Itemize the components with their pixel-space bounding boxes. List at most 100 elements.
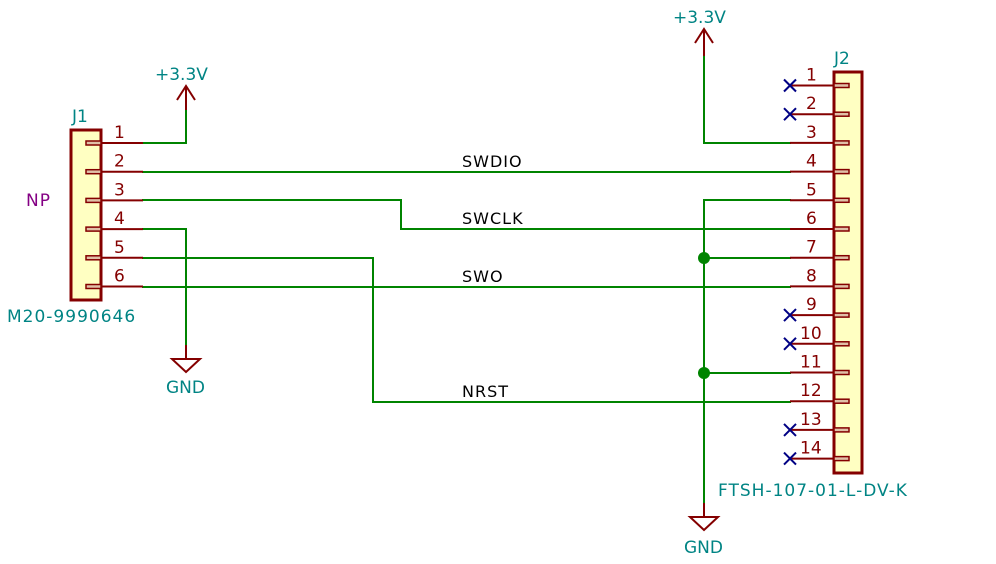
power-gnd-right[interactable]: GND	[684, 503, 723, 558]
j1-reference: J1	[71, 107, 88, 127]
j2-pin-number: 7	[806, 238, 817, 258]
j1-pin-number: 1	[114, 123, 125, 143]
j1-pin[interactable]: 4	[85, 209, 143, 232]
j2-pin[interactable]: 6	[790, 209, 850, 232]
j2-pin[interactable]: 7	[790, 238, 850, 261]
j2-pin-number: 12	[800, 381, 822, 401]
net-label-swdio[interactable]: SWDIO	[462, 152, 523, 171]
pin-stub	[833, 283, 850, 290]
j2-pin[interactable]: 14	[783, 439, 850, 466]
pin-stub	[833, 341, 850, 347]
no-connect-icon	[783, 78, 797, 93]
j2-pin-number: 14	[800, 439, 822, 459]
j2-pin-number: 10	[800, 324, 822, 344]
j2-pin-number: 6	[806, 209, 817, 229]
pin-stub	[833, 369, 850, 376]
pin-stub	[833, 254, 850, 261]
j2-pin-number: 13	[800, 410, 822, 430]
gnd-triangle-icon	[169, 358, 203, 374]
no-connect-icon	[783, 337, 797, 351]
pin-stub	[833, 455, 850, 462]
gnd-label-left: GND	[166, 378, 205, 398]
j2-pin[interactable]: 3	[790, 123, 850, 146]
j2-pin[interactable]: 5	[790, 180, 850, 204]
j1-pin-number: 4	[114, 209, 125, 229]
no-connect-icon	[783, 308, 797, 322]
j2-pin[interactable]: 12	[790, 381, 850, 404]
no-connect-icon	[783, 423, 797, 437]
pin-stub	[833, 111, 850, 117]
pin-stub	[833, 197, 850, 204]
j2-pin[interactable]: 8	[790, 266, 850, 290]
pin-stub	[833, 82, 850, 89]
wire-j1-4-gnd[interactable]	[142, 228, 187, 346]
pin-stub	[833, 398, 850, 404]
j2-pin-number: 5	[806, 180, 817, 200]
pin-stub	[85, 140, 102, 146]
wires	[142, 55, 791, 504]
j1-value: M20-9990646	[7, 307, 136, 327]
wire-gnd-bus[interactable]	[703, 199, 791, 504]
pin-stub	[833, 427, 850, 433]
wire-j1-1-vcc[interactable]	[142, 109, 187, 144]
gnd-triangle-icon	[687, 516, 721, 532]
j1-pin[interactable]: 5	[85, 238, 143, 261]
j1-pin-number: 2	[114, 152, 125, 172]
j2-pin[interactable]: 13	[783, 410, 850, 437]
j2-pin-number: 1	[806, 66, 817, 86]
j2-pin[interactable]: 2	[783, 94, 850, 121]
j1-pin-number: 6	[114, 267, 125, 287]
power-vcc-right[interactable]: +3.3V	[673, 8, 726, 56]
pin-stub	[85, 255, 102, 261]
j1-np-field: NP	[26, 191, 51, 211]
wire-swclk[interactable]	[142, 199, 791, 230]
power-gnd-left[interactable]: GND	[166, 345, 205, 398]
junction-dot	[698, 367, 710, 379]
pin-stub	[833, 168, 850, 175]
j2-pin-number: 4	[806, 152, 817, 172]
j1-pin-number: 3	[114, 180, 125, 200]
j1-pin[interactable]: 6	[85, 267, 143, 290]
wire-j2-3-vcc[interactable]	[703, 55, 791, 144]
j2-pin-number: 3	[806, 123, 817, 143]
j1-pin[interactable]: 1	[85, 123, 143, 146]
j2-pin-number: 8	[806, 266, 817, 286]
junction-dot	[698, 252, 710, 264]
j2-pin[interactable]: 11	[790, 353, 850, 376]
pin-stub	[833, 226, 850, 232]
j1-pin-number: 5	[114, 238, 125, 258]
j2-body	[832, 70, 864, 475]
pin-stub	[85, 226, 102, 232]
gnd-label-right: GND	[684, 538, 723, 558]
pin-stub	[85, 197, 102, 204]
vcc-arrow-icon	[176, 84, 196, 101]
power-vcc-left[interactable]: +3.3V	[155, 65, 208, 110]
j1-pin[interactable]: 2	[85, 152, 143, 175]
j2-pin-number: 2	[806, 94, 817, 114]
vcc-label-right: +3.3V	[673, 8, 726, 28]
no-connect-icon	[783, 107, 797, 121]
vcc-arrow-icon	[694, 27, 714, 44]
j1-body	[69, 128, 103, 302]
wire-nrst[interactable]	[142, 257, 791, 403]
j2-reference: J2	[833, 49, 850, 69]
j2-pin[interactable]: 4	[790, 152, 850, 175]
j2-pin-number: 9	[806, 295, 817, 315]
no-connect-icon	[783, 451, 797, 466]
pin-stub	[85, 168, 102, 175]
net-label-swo[interactable]: SWO	[462, 267, 504, 286]
pin-stub	[833, 140, 850, 146]
j2-value: FTSH-107-01-L-DV-K	[718, 481, 908, 501]
j2-pin[interactable]: 1	[783, 66, 850, 93]
j1-pin[interactable]: 3	[85, 180, 143, 204]
connector-j1[interactable]: J1 NP 1 2 3 4 5 6 M20-9990646	[7, 107, 143, 327]
j2-pin[interactable]: 9	[783, 295, 850, 322]
vcc-label-left: +3.3V	[155, 65, 208, 85]
net-label-swclk[interactable]: SWCLK	[462, 209, 524, 228]
pin-stub	[85, 283, 102, 290]
j2-pin[interactable]: 10	[783, 324, 850, 351]
net-label-nrst[interactable]: NRST	[462, 382, 509, 401]
j2-pin-number: 11	[800, 353, 822, 373]
